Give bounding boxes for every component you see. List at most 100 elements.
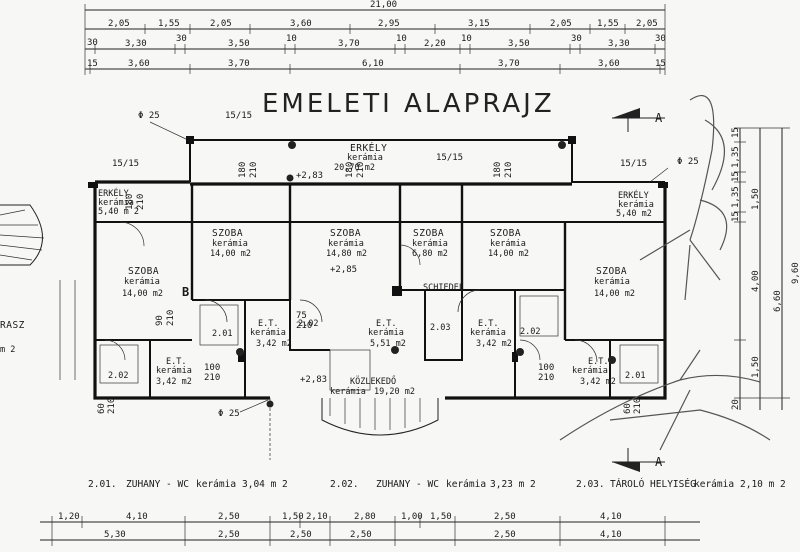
dim-bottom-2: 2,50: [290, 530, 312, 540]
room-area: 3,42 m2: [580, 377, 616, 387]
legend-area: 2,10 m 2: [740, 479, 786, 490]
dim-top-2: 3,30: [125, 39, 147, 49]
door-mark: 210: [356, 162, 366, 178]
door-mark: 210: [204, 373, 220, 383]
dim-right: 1,50: [751, 356, 761, 378]
dim-top-total: 21,00: [370, 0, 397, 10]
dim-top-3: 15: [655, 59, 666, 69]
section-marks: A A B Φ 25 Φ 25 Φ 25: [138, 108, 699, 472]
level-mark: +2,83: [300, 375, 327, 385]
stair-ratio: 15/15: [620, 159, 647, 169]
room-material: kerámia: [250, 328, 286, 338]
stair-ratio: 15/15: [436, 153, 463, 163]
room-area: 14,80 m2: [326, 249, 367, 259]
dim-bottom-1: 1,50: [430, 512, 452, 522]
dim-bottom-1: 1,20: [58, 512, 80, 522]
legend-text: ZUHANY - WC: [126, 479, 189, 490]
dim-top-2: 3,50: [508, 39, 530, 49]
door-mark: 210: [633, 398, 643, 414]
legend-code: 2.01.: [88, 479, 117, 490]
room-name: KÖZLEKEDŐ: [350, 376, 396, 387]
dim-bottom-1: 1,00: [401, 512, 423, 522]
level-mark: +2,83: [296, 171, 323, 181]
room-code: 2.01: [212, 329, 232, 339]
bottom-dimension-chains: 1,20 4,10 2,50 1,50 2,10 2,80 1,00 1,50 …: [40, 512, 700, 546]
room-name: E.T.: [588, 357, 608, 367]
interior-walls: [95, 185, 665, 398]
spiral-stair-left: [0, 204, 76, 380]
dim-bottom-2: 5,30: [104, 530, 126, 540]
room-name: SZOBA: [490, 228, 521, 239]
door-mark: 210: [504, 162, 514, 178]
legend-code: 2.03.: [576, 479, 605, 490]
dim-top-3: 3,60: [598, 59, 620, 69]
dim-bottom-1: 1,50: [282, 512, 304, 522]
room-material: kerámia: [490, 239, 526, 249]
pen-scribbles: [559, 95, 771, 451]
room-material: kerámia: [212, 239, 248, 249]
dim-top-1: 3,60: [290, 19, 312, 29]
dim-top-1: 2,05: [550, 19, 572, 29]
dim-bottom-1: 2,50: [218, 512, 240, 522]
dim-top-2: 30: [655, 34, 666, 44]
door-mark: 100: [204, 363, 220, 373]
room-material: kerámia: [368, 328, 404, 338]
legend-text: TÁROLÓ HELYISÉG: [610, 478, 696, 490]
room-name: ERKÉLY: [98, 187, 129, 199]
outer-walls: [88, 136, 668, 400]
dim-bottom-1: 2,80: [354, 512, 376, 522]
dim-top-2: 30: [571, 34, 582, 44]
level-mark: +2,85: [330, 265, 357, 275]
phi-label: Φ 25: [218, 409, 240, 419]
room-name: SZOBA: [330, 228, 361, 239]
door-mark: 210: [136, 194, 146, 210]
room-area: 19,20 m2: [374, 387, 415, 397]
stair-ratio: 15/15: [225, 111, 252, 121]
dim-top-3: 15: [87, 59, 98, 69]
dim-top-2: 3,50: [228, 39, 250, 49]
room-code: 2.02: [520, 327, 540, 337]
room-code: 2.02: [108, 371, 128, 381]
door-mark: 210: [107, 398, 117, 414]
staircase: [269, 398, 439, 460]
room-area: 14,00 m2: [210, 249, 251, 259]
dim-right: 20: [731, 399, 741, 410]
room-code: 2.02: [298, 319, 318, 329]
room-name: SZOBA: [596, 266, 627, 277]
room-name: E.T.: [258, 319, 278, 329]
dim-bottom-1: 4,10: [600, 512, 622, 522]
dim-top-2: 3,70: [338, 39, 360, 49]
room-codes: 2.01 2.02 2.03 2.02 2.01 2.02: [108, 319, 645, 381]
door-mark: 75: [296, 311, 307, 321]
dim-top-3: 3,70: [228, 59, 250, 69]
room-code: 2.01: [625, 371, 645, 381]
dim-top-3: 3,60: [128, 59, 150, 69]
room-name: ERKÉLY: [350, 142, 387, 154]
section-a-bottom-label: A: [655, 455, 663, 469]
dim-top-1: 1,55: [597, 19, 619, 29]
room-labels: ERKÉLY kerámia 20,70 m2 ERKÉLY kerámia 5…: [0, 142, 654, 397]
room-name: SZOBA: [413, 228, 444, 239]
legend-area: 3,23 m 2: [490, 479, 536, 490]
dim-right: 15: [731, 171, 741, 182]
dim-top-1: 2,05: [210, 19, 232, 29]
stair-ratio: 15/15: [112, 159, 139, 169]
room-name: E.T.: [478, 319, 498, 329]
dim-bottom-1: 2,50: [494, 512, 516, 522]
dim-right: 9,60: [791, 262, 800, 284]
dim-right: 1,35: [731, 186, 741, 208]
room-area: 14,00 m2: [594, 289, 635, 299]
legend-material: kerámia: [446, 479, 486, 490]
dim-bottom-2: 2,50: [494, 530, 516, 540]
dim-top-2: 10: [286, 34, 297, 44]
level-marks: +2,83 +2,85 +2,83 15/15 15/15 15/15 15/1…: [112, 111, 647, 385]
door-mark: 180: [493, 162, 503, 178]
dim-top-2: 10: [461, 34, 472, 44]
dim-top-2: 30: [176, 34, 187, 44]
room-area: 20,70 m2: [334, 163, 375, 173]
dim-top-1: 3,15: [468, 19, 490, 29]
door-mark: 210: [249, 162, 259, 178]
dim-right: 15: [731, 127, 741, 138]
legend-material: kerámia: [694, 479, 734, 490]
